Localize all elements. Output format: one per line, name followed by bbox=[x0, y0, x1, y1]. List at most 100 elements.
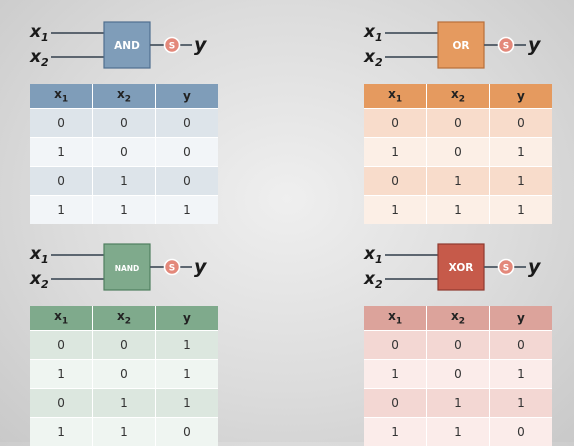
truth-table-cell: 0 bbox=[489, 109, 552, 138]
input-x1-label: x1 bbox=[363, 22, 383, 44]
truth-table-header-cell: x1 bbox=[30, 306, 93, 331]
truth-table-cell: 1 bbox=[489, 360, 552, 389]
output-y-label: y bbox=[528, 34, 542, 56]
gate-label-and: AND bbox=[114, 40, 140, 52]
truth-table-cell: 1 bbox=[155, 389, 218, 418]
input-x1-label: x1 bbox=[29, 244, 49, 266]
truth-table-cell: 1 bbox=[489, 196, 552, 225]
gate-label-nand: NAND bbox=[115, 264, 140, 273]
truth-table-header-cell: x1 bbox=[364, 306, 427, 331]
summation-node-label: S bbox=[503, 264, 509, 274]
truth-table-cell: 0 bbox=[155, 138, 218, 167]
truth-table-header-cell: y bbox=[489, 84, 552, 109]
truth-table-cell: 1 bbox=[155, 196, 218, 225]
truth-table-header-cell: x2 bbox=[93, 84, 156, 109]
truth-table-cell: 0 bbox=[155, 167, 218, 196]
output-y-label: y bbox=[528, 256, 542, 278]
output-y-label: y bbox=[194, 34, 208, 56]
truth-table-cell: 1 bbox=[155, 360, 218, 389]
truth-table-cell: 1 bbox=[427, 196, 490, 225]
truth-table-cell: 0 bbox=[427, 109, 490, 138]
summation-node-label: S bbox=[503, 42, 509, 52]
truth-table-cell: 0 bbox=[93, 109, 156, 138]
truth-table-cell: 0 bbox=[427, 360, 490, 389]
truth-table-cell: 1 bbox=[30, 196, 93, 225]
summation-node-label: S bbox=[169, 42, 175, 52]
truth-table-cell: 1 bbox=[155, 331, 218, 360]
truth-table-cell: 1 bbox=[93, 389, 156, 418]
truth-table-cell: 1 bbox=[364, 138, 427, 167]
truth-table-cell: 1 bbox=[30, 138, 93, 167]
truth-table-cell: 0 bbox=[30, 389, 93, 418]
truth-table-cell: 0 bbox=[364, 167, 427, 196]
truth-table-cell: 1 bbox=[489, 138, 552, 167]
input-x1-label: x1 bbox=[363, 244, 383, 266]
truth-table-header-cell: y bbox=[155, 84, 218, 109]
truth-table-cell: 1 bbox=[93, 196, 156, 225]
gate-label-or: OR bbox=[452, 40, 469, 52]
truth-table-cell: 1 bbox=[93, 167, 156, 196]
input-x2-label: x2 bbox=[29, 47, 49, 69]
truth-table-cell: 0 bbox=[427, 138, 490, 167]
truth-table-cell: 0 bbox=[489, 331, 552, 360]
truth-table-header-cell: x2 bbox=[93, 306, 156, 331]
truth-table-header-cell: y bbox=[155, 306, 218, 331]
truth-table-cell: 0 bbox=[30, 167, 93, 196]
input-x2-label: x2 bbox=[363, 47, 383, 69]
truth-table-cell: 0 bbox=[30, 109, 93, 138]
gate-label-xor: XOR bbox=[449, 262, 474, 274]
truth-table-cell: 0 bbox=[364, 389, 427, 418]
truth-table-cell: 0 bbox=[93, 331, 156, 360]
truth-table-cell: 1 bbox=[427, 389, 490, 418]
input-x1-label: x1 bbox=[29, 22, 49, 44]
truth-table-cell: 0 bbox=[93, 138, 156, 167]
truth-table-header-cell: x1 bbox=[30, 84, 93, 109]
truth-table-cell: 1 bbox=[364, 196, 427, 225]
output-y-label: y bbox=[194, 256, 208, 278]
truth-table-cell: 0 bbox=[364, 109, 427, 138]
truth-table-cell: 1 bbox=[364, 360, 427, 389]
truth-table-cell: 0 bbox=[93, 360, 156, 389]
truth-table-header-cell: y bbox=[489, 306, 552, 331]
input-x2-label: x2 bbox=[363, 269, 383, 291]
truth-table-cell: 1 bbox=[427, 167, 490, 196]
truth-table-cell: 0 bbox=[155, 109, 218, 138]
truth-table-cell: 0 bbox=[364, 331, 427, 360]
truth-table-header-cell: x1 bbox=[364, 84, 427, 109]
truth-table-cell: 1 bbox=[30, 360, 93, 389]
truth-table-header-cell: x2 bbox=[427, 84, 490, 109]
truth-table-header-cell: x2 bbox=[427, 306, 490, 331]
